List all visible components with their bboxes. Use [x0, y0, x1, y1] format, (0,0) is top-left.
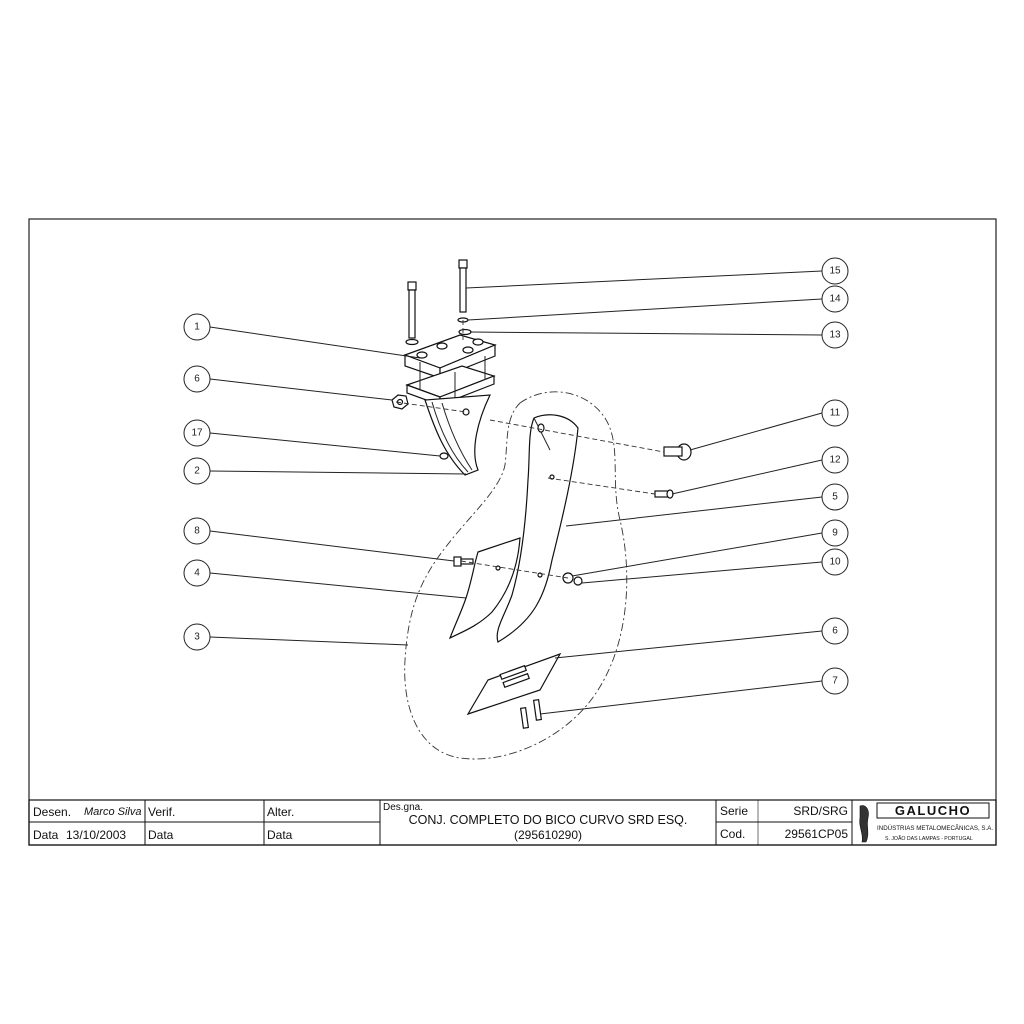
svg-text:14: 14	[829, 294, 841, 305]
callout-6-upper: 6	[183, 365, 211, 393]
svg-text:5: 5	[832, 492, 838, 503]
callout-1: 1	[183, 313, 211, 341]
stud-right	[457, 259, 472, 336]
cod-label: Cod.	[720, 827, 745, 841]
svg-text:9: 9	[832, 528, 838, 539]
title-block: Desen. Marco Silva Verif. Alter. Data 13…	[28, 799, 997, 846]
cod-value: 29561CP05	[785, 827, 849, 841]
desen-label: Desen.	[33, 805, 71, 819]
shank-part-5	[496, 414, 579, 643]
pins-part-7	[519, 699, 543, 729]
svg-text:13: 13	[829, 330, 841, 341]
svg-text:11: 11	[830, 408, 841, 419]
svg-text:12: 12	[829, 455, 841, 466]
serie-label: Serie	[720, 804, 748, 818]
bracket-body	[424, 394, 491, 476]
callout-6-lower: 6	[821, 617, 849, 645]
callout-8: 8	[183, 517, 211, 545]
bolt-head	[416, 351, 428, 359]
drawing-title: CONJ. COMPLETO DO BICO CURVO SRD ESQ.	[409, 813, 688, 827]
alter-label: Alter.	[267, 805, 294, 819]
svg-text:6: 6	[832, 626, 838, 637]
bolt-part-8	[453, 556, 474, 567]
svg-text:15: 15	[829, 266, 841, 277]
company-name: GALUCHO	[895, 803, 971, 818]
company-line-1: INDÚSTRIAS METALOMECÂNICAS, S.A.	[877, 825, 993, 832]
verif-label: Verif.	[148, 805, 175, 819]
svg-text:17: 17	[191, 428, 203, 439]
bolt-part-12	[654, 489, 674, 499]
data-value: 13/10/2003	[66, 828, 126, 842]
svg-text:3: 3	[194, 632, 200, 643]
nut-part-17	[439, 452, 449, 460]
bolt-part-11	[663, 443, 692, 461]
knight-icon	[859, 805, 869, 843]
bolt-head	[436, 342, 448, 350]
callout-15: 15	[821, 257, 849, 285]
data-label-alter: Data	[267, 828, 293, 842]
svg-text:4: 4	[194, 568, 200, 579]
data-label-verif: Data	[148, 828, 174, 842]
callout-9: 9	[821, 519, 849, 547]
desen-value: Marco Silva	[84, 806, 141, 818]
callout-12: 12	[821, 446, 849, 474]
callout-3: 3	[183, 623, 211, 651]
callout-7: 7	[821, 667, 849, 695]
company-logo: GALUCHO INDÚSTRIAS METALOMECÂNICAS, S.A.…	[859, 802, 993, 843]
drawing-part-number: (295610290)	[514, 828, 582, 842]
data-label: Data	[33, 828, 59, 842]
nut-part-6	[391, 394, 409, 410]
point-part-4	[448, 537, 521, 640]
callout-11: 11	[821, 399, 849, 427]
svg-text:10: 10	[829, 557, 841, 568]
callout-13: 13	[821, 321, 849, 349]
callout-17: 17	[183, 419, 211, 447]
drawing-frame	[28, 218, 997, 846]
svg-text:7: 7	[832, 676, 838, 687]
company-line-2: S. JOÃO DAS LAMPAS - PORTUGAL	[885, 835, 973, 842]
callout-5: 5	[821, 483, 849, 511]
callout-14: 14	[821, 285, 849, 313]
bracket-assembly	[403, 334, 497, 476]
wing-part-6	[466, 652, 562, 716]
stud-left	[405, 281, 419, 346]
svg-text:1: 1	[194, 322, 200, 333]
callout-2: 2	[183, 457, 211, 485]
designacao-label: Des.gna.	[383, 802, 423, 813]
bolt-head	[462, 346, 474, 354]
svg-text:2: 2	[194, 466, 200, 477]
serie-value: SRD/SRG	[793, 804, 848, 818]
callout-4: 4	[183, 559, 211, 587]
svg-text:8: 8	[194, 526, 200, 537]
assembly-outline	[404, 391, 628, 760]
svg-text:6: 6	[194, 374, 200, 385]
bolt-head	[472, 338, 484, 346]
callout-10: 10	[821, 548, 849, 576]
